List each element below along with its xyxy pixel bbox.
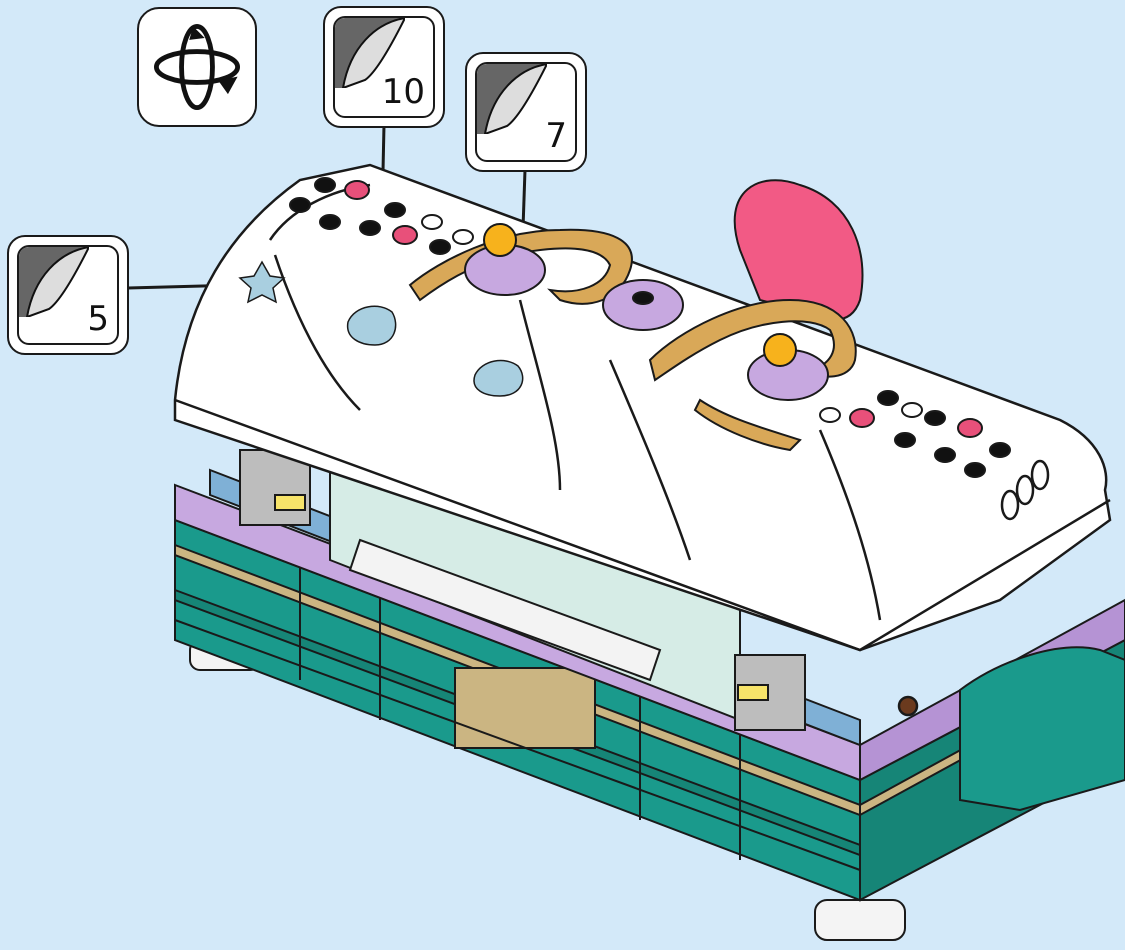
sticker-page-number: 7	[545, 116, 567, 156]
rotate-model-callout	[137, 7, 257, 127]
sticker-callout-7: 7	[465, 52, 587, 172]
rotate-model-icon	[139, 9, 255, 125]
pink-shell	[735, 180, 863, 320]
sticker-callout-10: 10	[323, 6, 445, 128]
sticker-callout-5: 5	[7, 235, 129, 355]
sticker-page-number: 10	[382, 72, 425, 112]
sticker-page-frame: 7	[475, 62, 577, 162]
sticker-page-number: 5	[87, 299, 109, 339]
side-handle	[960, 647, 1125, 810]
sticker-page-frame: 10	[333, 16, 435, 118]
shell-sticker-10	[348, 306, 396, 345]
sticker-sheet-icon	[477, 64, 547, 134]
sticker-page-frame: 5	[17, 245, 119, 345]
sticker-sheet-icon	[19, 247, 89, 317]
